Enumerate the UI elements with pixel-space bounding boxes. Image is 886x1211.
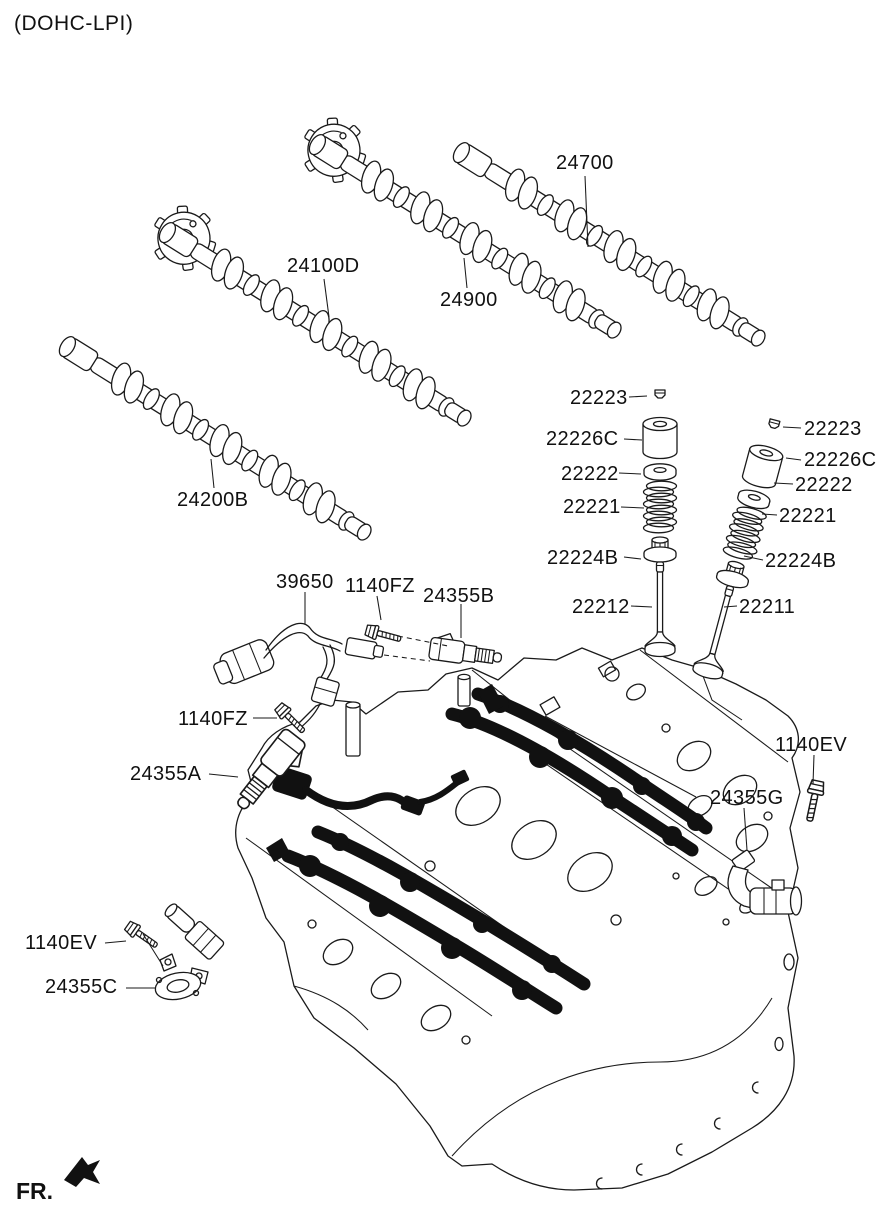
part-number-22224b-right[interactable]: 22224B [765,550,837,572]
ocv-24355b-drawing [427,630,505,670]
part-number-1140ev-left[interactable]: 1140EV [25,932,98,954]
diagram-variant-title: (DOHC-LPI) [14,12,134,35]
camshaft-rails-front-black [266,825,591,1015]
engine-harness-black [272,766,470,816]
valve-stack-left-drawing [642,389,678,658]
part-number-24355c[interactable]: 24355C [45,976,118,998]
harness-39650-drawing [213,622,385,730]
part-number-22211[interactable]: 22211 [739,596,796,618]
part-number-1140fz-low[interactable]: 1140FZ [178,708,248,730]
valve-stack-right-drawing [688,415,793,683]
stud-boss [345,703,361,757]
part-number-22212[interactable]: 22212 [572,596,630,618]
part-number-22224b-left[interactable]: 22224B [547,547,619,569]
valve-assembly-24355c-drawing [154,903,225,1001]
part-number-24355a[interactable]: 24355A [130,763,202,785]
fr-direction-arrow-icon [64,1157,100,1187]
part-number-24700[interactable]: 24700 [556,152,614,174]
part-number-24100d[interactable]: 24100D [287,255,360,277]
part-number-24900[interactable]: 24900 [440,289,498,311]
front-direction-label: FR. [16,1178,54,1204]
part-number-1140ev-right[interactable]: 1140EV [775,734,848,756]
leader-lines [104,175,815,989]
part-number-24355g[interactable]: 24355G [710,787,784,809]
bolt-1140ev-left-drawing [122,919,162,953]
part-number-22223-right[interactable]: 22223 [804,418,862,440]
part-number-24200b[interactable]: 24200B [177,489,249,511]
bell-housing-details [595,953,795,1190]
part-number-24355b[interactable]: 24355B [423,585,495,607]
part-number-22222-left[interactable]: 22222 [561,463,619,485]
part-number-1140fz-top[interactable]: 1140FZ [345,575,415,597]
camshaft-rails-right-black [445,684,713,857]
pipe-24355g-drawing [727,849,803,916]
cylinder-head-ports-front [307,786,622,1045]
part-number-22221-right[interactable]: 22221 [779,505,837,527]
bolt-1140ev-right-drawing [800,778,827,824]
part-number-22221-left[interactable]: 22221 [563,496,621,518]
part-number-22223-left[interactable]: 22223 [570,387,628,409]
part-number-39650[interactable]: 39650 [276,571,334,593]
camshaft-24200b-drawing [52,326,381,551]
part-number-22226c-right[interactable]: 22226C [804,449,877,471]
part-number-22226c-left[interactable]: 22226C [546,428,619,450]
engine-block-drawing [235,647,801,1191]
part-number-22222-right[interactable]: 22222 [795,474,853,496]
